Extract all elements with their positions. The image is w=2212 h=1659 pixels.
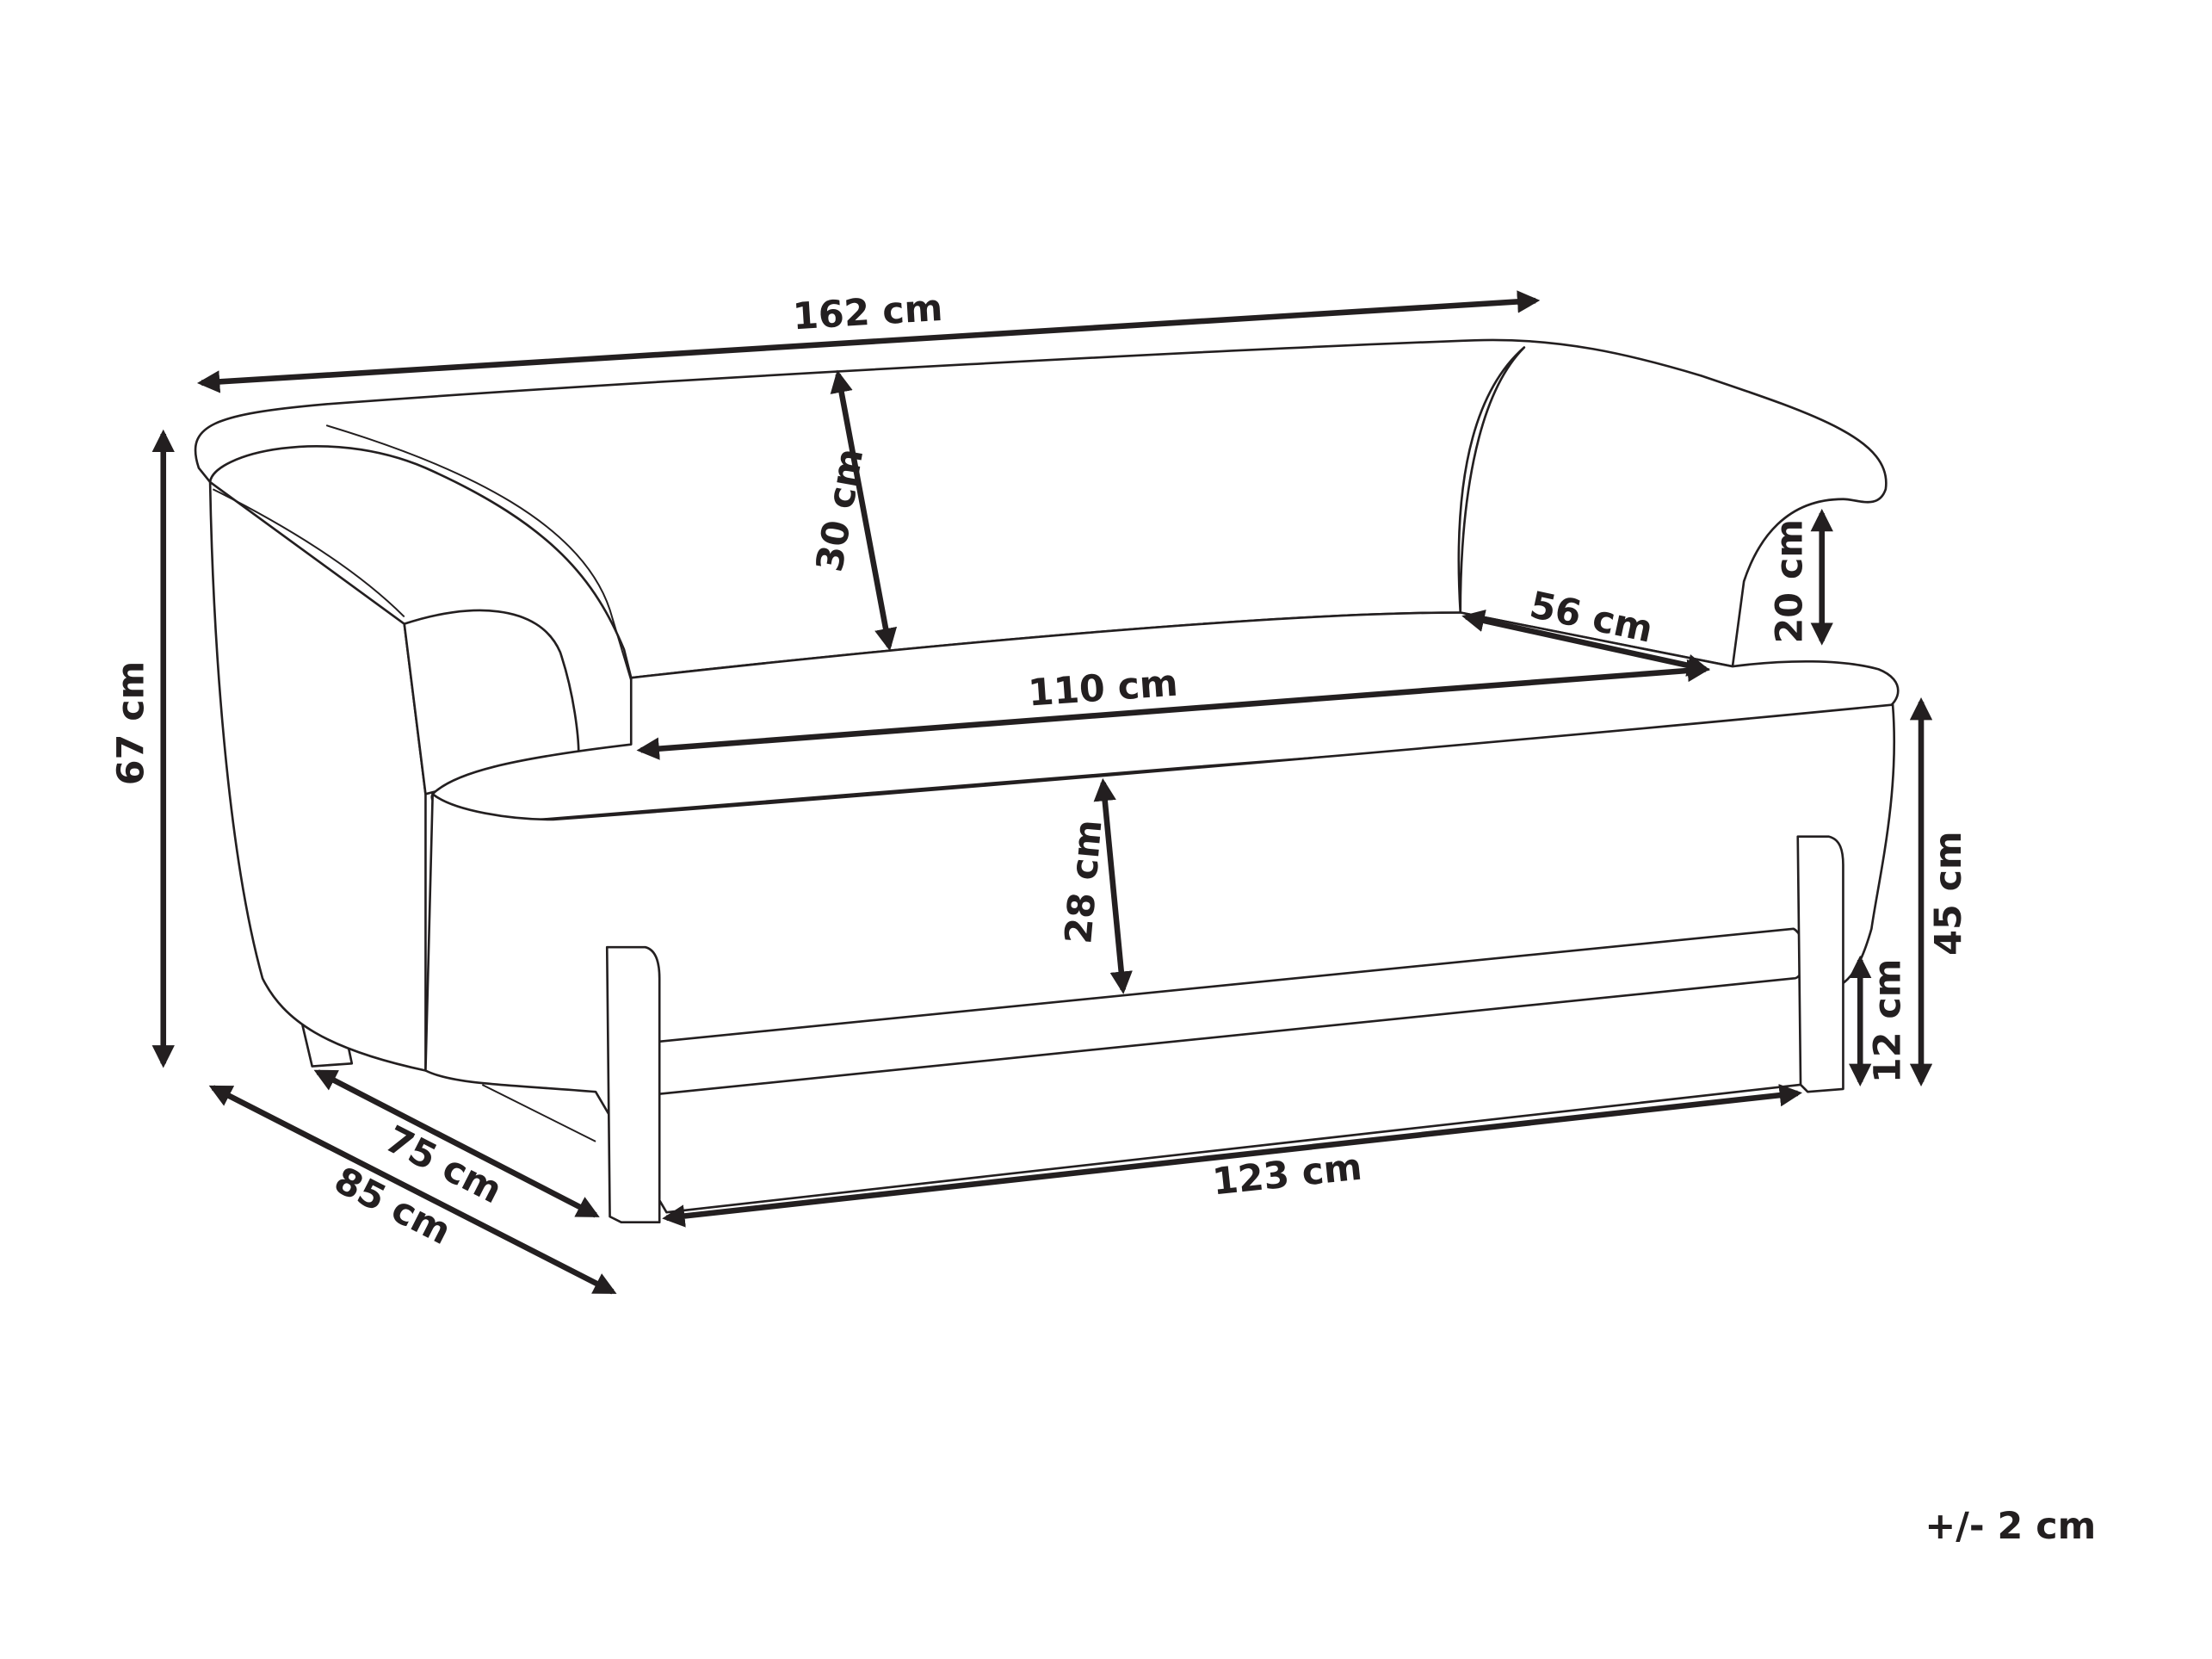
sofa-drawing [194, 338, 1900, 1224]
dimension-lines [151, 290, 1933, 1295]
label-seat-height: 45 cm [1927, 831, 1970, 955]
label-overall-height: 67 cm [110, 661, 153, 785]
dim-line-overall-width [196, 290, 1541, 393]
dim-line-backrest-height [830, 369, 898, 652]
dim-line-seat-width [636, 659, 1710, 760]
base-edge [481, 1084, 596, 1142]
left-side-panel [208, 480, 427, 1072]
label-seat-cushion-height: 28 cm [1057, 818, 1110, 945]
front-right-leg [1796, 835, 1844, 1093]
dim-line-leg-span [662, 1084, 1802, 1228]
label-leg-height: 12 cm [1866, 959, 1909, 1083]
dim-line-overall-depth [208, 1085, 617, 1295]
front-left-leg [605, 945, 661, 1224]
tolerance-note: +/- 2 cm [1925, 1505, 2096, 1548]
left-arm-inner-curve [325, 424, 633, 681]
left-armrest-front [403, 609, 580, 795]
left-arm-welt [212, 488, 405, 618]
dim-line-seat-cushion-height [1093, 777, 1133, 994]
label-overall-width: 162 cm [792, 287, 944, 339]
label-seat-width: 110 cm [1027, 662, 1179, 715]
label-armrest-height: 20 cm [1769, 519, 1812, 643]
